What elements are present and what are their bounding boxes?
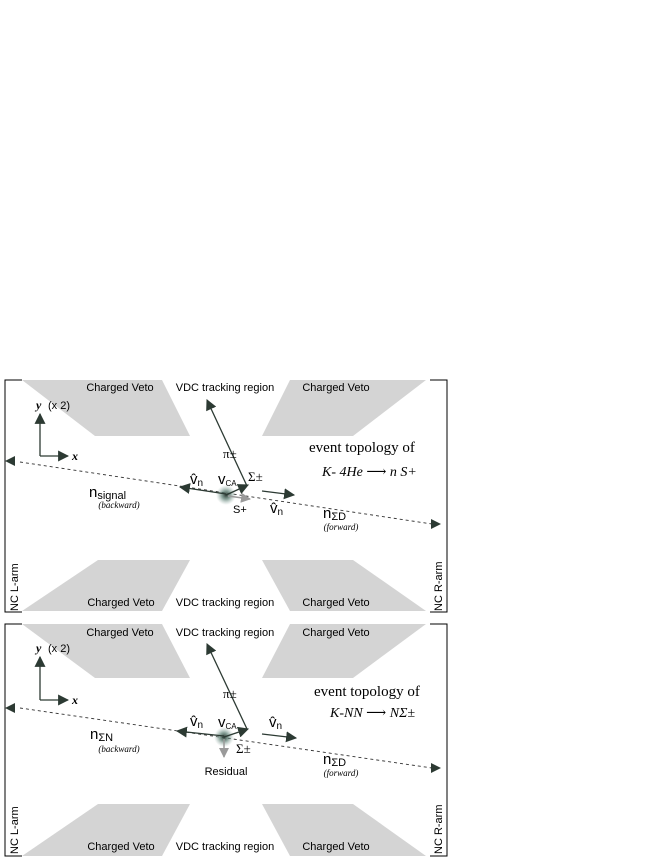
right-arm-arrowhead: [431, 519, 441, 529]
vdc-region-bottom-label: VDC tracking region: [176, 841, 274, 853]
nc-right-arm-label: NC R-arm: [433, 805, 445, 855]
residual-label: S+: [233, 504, 247, 516]
left-neutron-subscript: ΣN: [98, 732, 113, 744]
charged-veto-bottom-right: [262, 560, 426, 611]
right-neutron-letter: n: [323, 751, 331, 768]
vertex-letter: v: [218, 714, 226, 731]
charged-veto-bottom-left: [22, 560, 190, 611]
vhat-right-letter: v̂: [269, 714, 277, 731]
vertex-letter: v: [218, 471, 226, 488]
vhat-left-arrow: [178, 483, 227, 495]
sigma-track: [225, 484, 250, 496]
vhat-left-letter: v̂: [190, 471, 198, 488]
axis-y-label: y: [34, 641, 42, 655]
pion-track: [206, 399, 248, 487]
charged-veto-bottom-right: [262, 804, 426, 856]
right-neutron-label: nΣD: [323, 751, 346, 769]
vdc-region-bottom-label: VDC tracking region: [176, 597, 274, 609]
vertex-label: vCA: [218, 471, 237, 488]
vertex-subscript: CA: [226, 479, 238, 488]
charged-veto-bottom-left: [22, 804, 190, 856]
charged-veto-top-right: [262, 380, 426, 436]
vdc-region-top-label: VDC tracking region: [176, 627, 274, 639]
left-neutron-label: nsignal: [89, 484, 126, 502]
vdc-region-top-label: VDC tracking region: [176, 382, 274, 394]
right-neutron-subscript: ΣD: [331, 757, 346, 769]
charged-veto-top-left: [22, 624, 190, 678]
left-direction-label: (backward): [98, 744, 139, 754]
vhat-right-arrow: [261, 731, 298, 743]
nc-right-arm-label: NC R-arm: [433, 562, 445, 612]
pion-label: π±: [223, 686, 237, 701]
sigma-label: Σ±: [248, 469, 263, 484]
axis-x-label: x: [71, 449, 78, 463]
veto-label-bottom-right: Charged Veto: [302, 597, 369, 609]
left-arm-arrowhead: [5, 456, 15, 466]
right-direction-label: (forward): [324, 522, 359, 532]
residual-arrow: [227, 492, 251, 503]
topology-title: event topology of: [309, 440, 415, 456]
vertex-label: vCA: [218, 714, 237, 731]
pion-label: π±: [223, 446, 237, 461]
sigma-track: [223, 726, 250, 738]
pion-track: [206, 643, 248, 730]
vhat-right-subscript: n: [277, 721, 283, 732]
vhat-right-label: v̂n: [269, 714, 282, 732]
left-arm-arrowhead: [5, 703, 15, 713]
nc-left-arm-bracket: [4, 379, 22, 613]
left-neutron-label: nΣN: [90, 726, 113, 744]
vhat-left-subscript: n: [198, 478, 204, 489]
left-direction-label: (backward): [98, 500, 139, 510]
vhat-left-label: v̂n: [190, 713, 203, 731]
left-neutron-letter: n: [90, 726, 98, 743]
veto-label-top-right: Charged Veto: [302, 382, 369, 394]
veto-label-bottom-left: Charged Veto: [87, 597, 154, 609]
vhat-right-letter: v̂: [270, 500, 278, 517]
axis-x-label: x: [71, 693, 78, 707]
vertex-subscript: CA: [226, 722, 238, 731]
veto-label-top-right: Charged Veto: [302, 627, 369, 639]
nc-left-arm-label: NC L-arm: [9, 563, 21, 611]
axis-y-scale: (x 2): [48, 400, 70, 412]
right-direction-label: (forward): [324, 768, 359, 778]
right-neutron-letter: n: [323, 505, 331, 522]
panel-top: Charged Veto Charged Veto Charged Veto C…: [4, 379, 448, 613]
topology-reaction: K-NN ⟶ NΣ±: [329, 706, 415, 721]
vhat-left-letter: v̂: [190, 713, 198, 730]
vhat-left-subscript: n: [198, 720, 204, 731]
right-arm-arrowhead: [431, 763, 441, 773]
veto-label-top-left: Charged Veto: [86, 627, 153, 639]
topology-reaction: K- 4He ⟶ n S+: [321, 465, 417, 480]
nc-right-arm-bracket: [430, 623, 448, 857]
veto-label-bottom-right: Charged Veto: [302, 841, 369, 853]
axis-y-label: y: [34, 398, 42, 412]
nc-left-arm-label: NC L-arm: [9, 806, 21, 854]
nc-right-arm-bracket: [430, 379, 448, 613]
vhat-left-label: v̂n: [190, 471, 203, 489]
left-neutron-subscript: signal: [97, 490, 126, 502]
vhat-right-subscript: n: [278, 507, 284, 518]
axis-y-scale: (x 2): [48, 643, 70, 655]
charged-veto-top-right: [262, 624, 426, 678]
vhat-right-arrow: [261, 488, 296, 500]
vhat-left-arrow: [175, 726, 225, 738]
veto-label-bottom-left: Charged Veto: [87, 841, 154, 853]
sigma-label: Σ±: [236, 741, 251, 756]
left-neutron-letter: n: [89, 484, 97, 501]
residual-label: Residual: [205, 766, 248, 778]
topology-title: event topology of: [314, 684, 420, 700]
panel-bottom: Charged Veto Charged Veto Charged Veto C…: [4, 623, 448, 857]
right-neutron-label: nΣD: [323, 505, 346, 523]
right-neutron-subscript: ΣD: [331, 511, 346, 523]
vhat-right-label: v̂n: [270, 500, 283, 518]
veto-label-top-left: Charged Veto: [86, 382, 153, 394]
nc-left-arm-bracket: [4, 623, 22, 857]
charged-veto-top-left: [22, 380, 190, 436]
